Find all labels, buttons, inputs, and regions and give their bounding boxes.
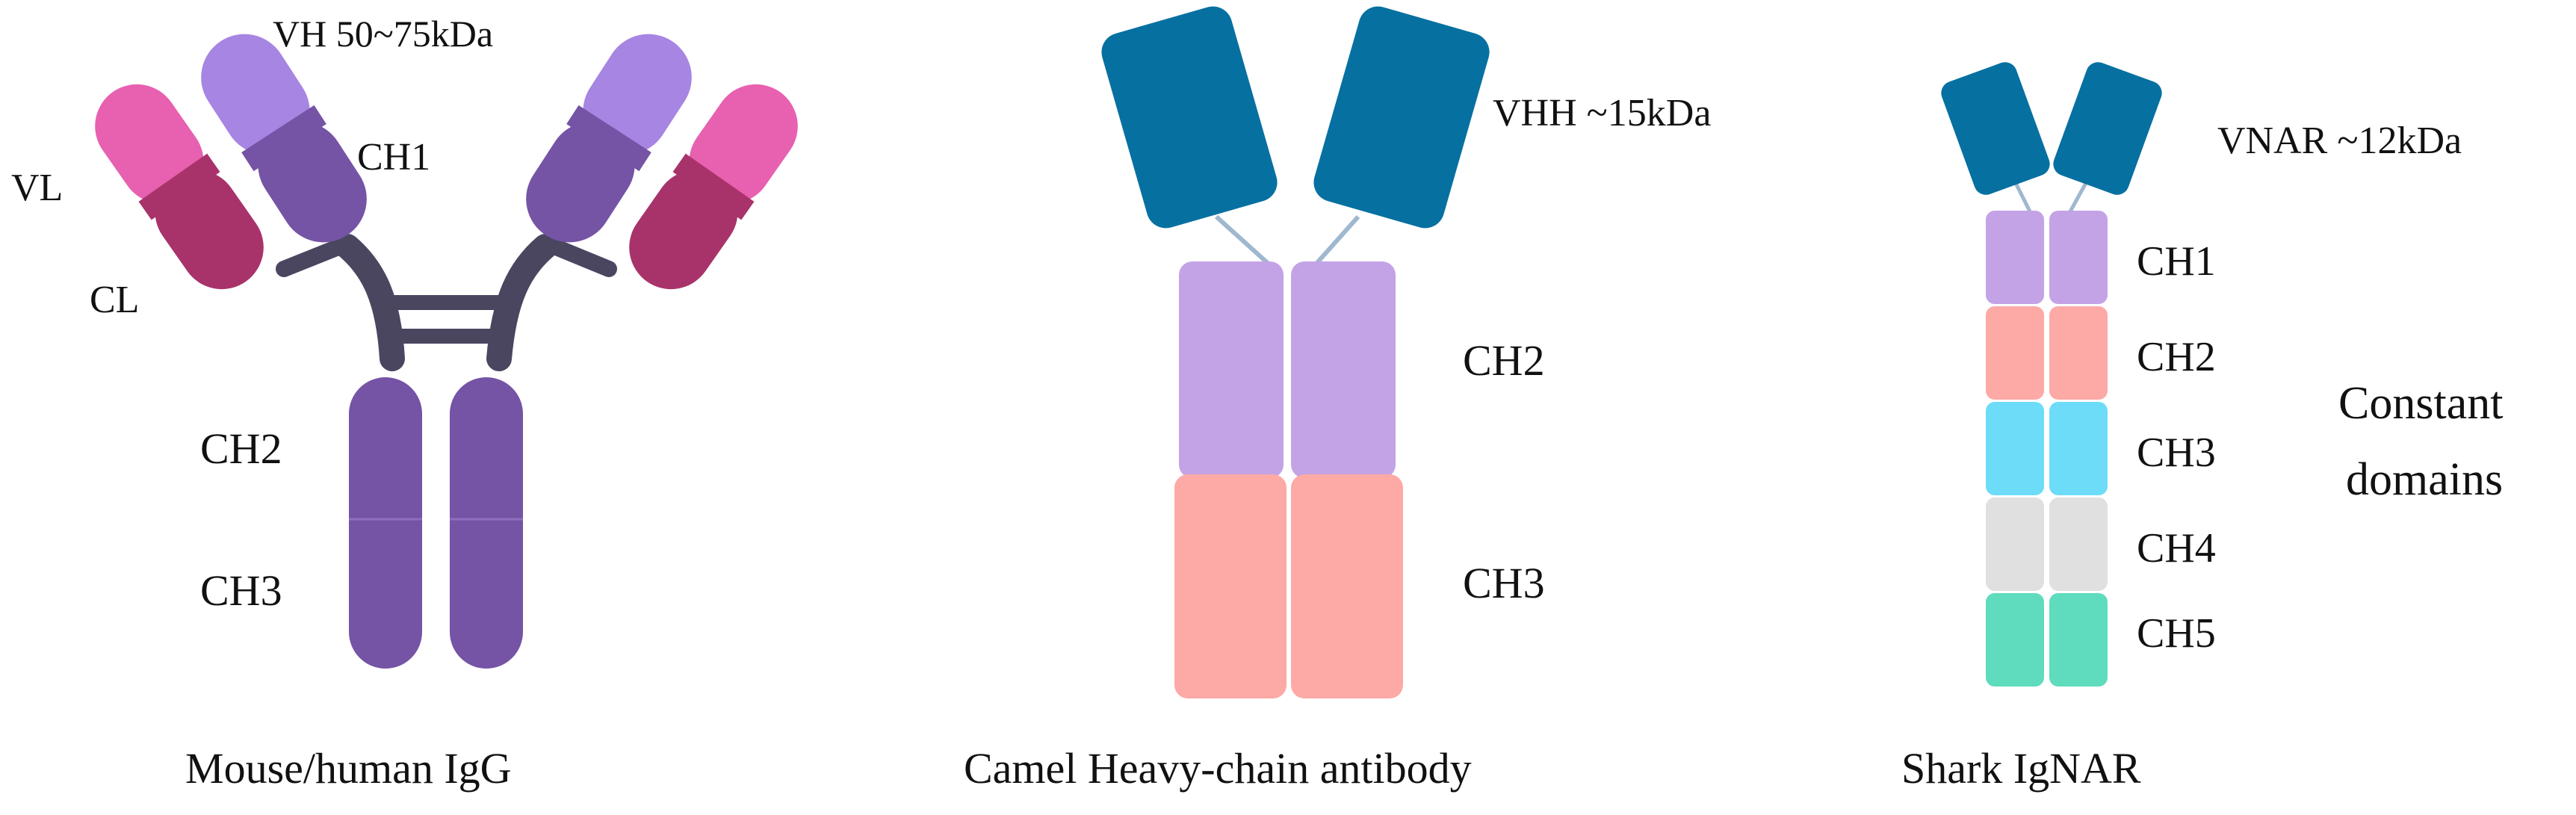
igg-cl-right bbox=[629, 170, 738, 290]
shark-ch1-left bbox=[1986, 211, 2044, 304]
shark-ch1-right bbox=[2049, 211, 2108, 304]
shark-domain-label-ch3: CH3 bbox=[2137, 430, 2216, 476]
camel-ch3-label: CH3 bbox=[1463, 559, 1545, 607]
shark-domain-label-ch5: CH5 bbox=[2137, 610, 2216, 657]
shark-vnar-left bbox=[1941, 62, 2050, 195]
shark-ch2-left bbox=[1986, 306, 2044, 400]
camel-structure bbox=[1101, 6, 1490, 698]
igg-fc-left bbox=[349, 377, 422, 669]
igg-light-chain-link-left bbox=[276, 238, 348, 277]
camel-ch3-right bbox=[1291, 474, 1403, 698]
igg-vl-right bbox=[689, 84, 798, 204]
igg-fc-right bbox=[450, 377, 523, 669]
camel-ch2-label: CH2 bbox=[1463, 336, 1545, 385]
camel-caption: Camel Heavy-chain antibody bbox=[964, 744, 1472, 793]
shark-domain-label-ch1: CH1 bbox=[2137, 238, 2216, 285]
igg-cl-label: CL bbox=[90, 279, 139, 321]
shark-linker-right bbox=[2067, 182, 2088, 214]
camel-ch2-left bbox=[1179, 261, 1284, 478]
shark-vnar-right bbox=[2053, 62, 2162, 195]
shark-linker-left bbox=[2013, 182, 2033, 214]
igg-caption: Mouse/human IgG bbox=[185, 744, 512, 793]
igg-ch1-label: CH1 bbox=[357, 136, 430, 179]
shark-domain-label-ch2: CH2 bbox=[2137, 334, 2216, 380]
shark-structure bbox=[1941, 62, 2162, 687]
shark-ch4-right bbox=[2049, 498, 2108, 591]
camel-linker-left bbox=[1214, 214, 1272, 267]
camel-vhh-right bbox=[1313, 6, 1490, 229]
igg-light-chain-link-right bbox=[546, 238, 617, 277]
shark-vnar-label: VNAR ~12kDa bbox=[2217, 120, 2462, 162]
camel-vhh-label: VHH ~15kDa bbox=[1493, 92, 1711, 134]
camel-ch3-left bbox=[1174, 474, 1287, 698]
igg-vl-label: VL bbox=[11, 167, 63, 209]
camel-linker-right bbox=[1313, 215, 1360, 267]
shark-ch5-right bbox=[2049, 593, 2108, 687]
shark-ch3-right bbox=[2049, 402, 2108, 495]
camel-ch2-right bbox=[1291, 261, 1396, 478]
igg-cl-left bbox=[155, 170, 264, 290]
shark-constant-label-line1: Constant bbox=[2338, 378, 2503, 429]
igg-vh-right bbox=[583, 34, 692, 155]
shark-ch2-right bbox=[2049, 306, 2108, 400]
igg-structure bbox=[95, 34, 798, 669]
shark-constant-label-line2: domains bbox=[2346, 454, 2503, 505]
igg-ch1-right bbox=[526, 122, 635, 243]
igg-ch3-label: CH3 bbox=[200, 566, 282, 615]
shark-domain-label-ch4: CH4 bbox=[2137, 525, 2216, 571]
shark-caption: Shark IgNAR bbox=[1901, 744, 2141, 793]
igg-vh-left bbox=[201, 34, 310, 155]
igg-vl-left bbox=[95, 84, 204, 204]
shark-ch3-left bbox=[1986, 402, 2044, 495]
camel-vhh-left bbox=[1101, 6, 1278, 229]
shark-ch5-left bbox=[1986, 593, 2044, 687]
igg-ch2-label: CH2 bbox=[200, 424, 282, 473]
igg-vh-label: VH 50~75kDa bbox=[273, 13, 493, 55]
igg-ch1-left bbox=[258, 122, 367, 243]
shark-ch4-left bbox=[1986, 498, 2044, 591]
